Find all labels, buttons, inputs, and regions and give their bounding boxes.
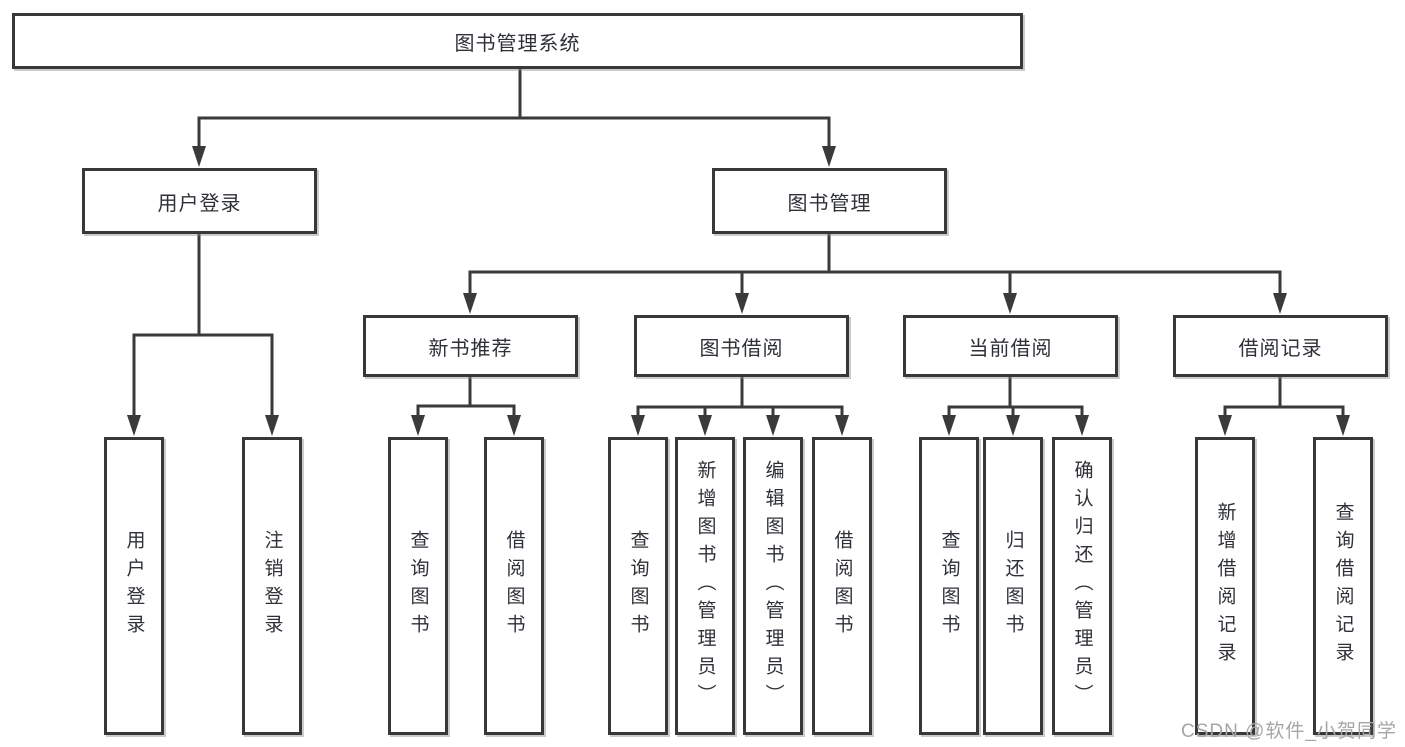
arrow-down-icon — [698, 415, 712, 436]
arrow-down-icon — [1003, 293, 1017, 314]
arrow-down-icon — [1075, 415, 1089, 436]
node-book-borrowing: 图书借阅 — [634, 315, 849, 377]
node-label: 图书借阅 — [699, 337, 784, 360]
node-label: 借阅记录 — [1238, 337, 1323, 360]
arrow-down-icon — [822, 146, 836, 167]
leaf-label: 新增借阅记录 — [1214, 502, 1236, 670]
leaf-label: 查询图书 — [938, 530, 960, 642]
node-borrowing-records: 借阅记录 — [1173, 315, 1388, 377]
arrow-down-icon — [507, 415, 521, 436]
leaf-label: 借阅图书 — [831, 530, 853, 642]
leaf-return-book: 归还图书 — [983, 437, 1043, 735]
arrow-down-icon — [1218, 415, 1232, 436]
leaf-label: 注销登录 — [261, 530, 283, 642]
arrowheads-group — [127, 146, 1350, 436]
node-book-management: 图书管理 — [712, 168, 947, 234]
arrow-down-icon — [766, 415, 780, 436]
node-label: 新书推荐 — [428, 337, 513, 360]
node-label: 图书管理 — [787, 192, 872, 215]
leaf-label: 用户登录 — [123, 530, 145, 642]
leaf-query-borrow-record: 查询借阅记录 — [1313, 437, 1373, 735]
node-library-management-system: 图书管理系统 — [12, 13, 1023, 69]
arrow-down-icon — [463, 293, 477, 314]
node-label: 用户登录 — [157, 192, 242, 215]
arrow-down-icon — [1006, 415, 1020, 436]
node-label: 图书管理系统 — [454, 32, 581, 55]
leaf-borrow-books-recommend: 借阅图书 — [484, 437, 544, 735]
leaf-confirm-return-admin: 确认归还（管理员） — [1052, 437, 1112, 735]
node-user-login: 用户登录 — [82, 168, 317, 234]
arrow-down-icon — [1273, 293, 1287, 314]
arrow-down-icon — [1336, 415, 1350, 436]
arrow-down-icon — [192, 146, 206, 167]
leaf-label: 编辑图书（管理员） — [762, 460, 784, 712]
leaf-borrow-books: 借阅图书 — [812, 437, 872, 735]
leaf-label: 新增图书（管理员） — [694, 460, 716, 712]
node-label: 当前借阅 — [968, 337, 1053, 360]
leaf-label: 归还图书 — [1002, 530, 1024, 642]
arrow-down-icon — [265, 415, 279, 436]
leaf-label: 借阅图书 — [503, 530, 525, 642]
arrow-down-icon — [735, 293, 749, 314]
watermark-text: CSDN @软件_小贺同学 — [1181, 721, 1397, 742]
leaf-edit-book-admin: 编辑图书（管理员） — [743, 437, 803, 735]
node-new-book-recommend: 新书推荐 — [363, 315, 578, 377]
node-current-borrowing: 当前借阅 — [903, 315, 1118, 377]
leaf-logout: 注销登录 — [242, 437, 302, 735]
leaf-label: 确认归还（管理员） — [1071, 460, 1093, 712]
leaf-add-borrow-record: 新增借阅记录 — [1195, 437, 1255, 735]
arrow-down-icon — [631, 415, 645, 436]
arrow-down-icon — [127, 415, 141, 436]
arrow-down-icon — [411, 415, 425, 436]
leaf-label: 查询图书 — [627, 530, 649, 642]
leaf-query-books-current: 查询图书 — [919, 437, 979, 735]
arrow-down-icon — [835, 415, 849, 436]
leaf-query-books-borrowing: 查询图书 — [608, 437, 668, 735]
arrow-down-icon — [942, 415, 956, 436]
leaf-label: 查询借阅记录 — [1332, 502, 1354, 670]
connector-path — [132, 66, 1345, 421]
leaf-query-books-recommend: 查询图书 — [388, 437, 448, 735]
leaf-user-login: 用户登录 — [104, 437, 164, 735]
leaf-add-book-admin: 新增图书（管理员） — [675, 437, 735, 735]
leaf-label: 查询图书 — [407, 530, 429, 642]
